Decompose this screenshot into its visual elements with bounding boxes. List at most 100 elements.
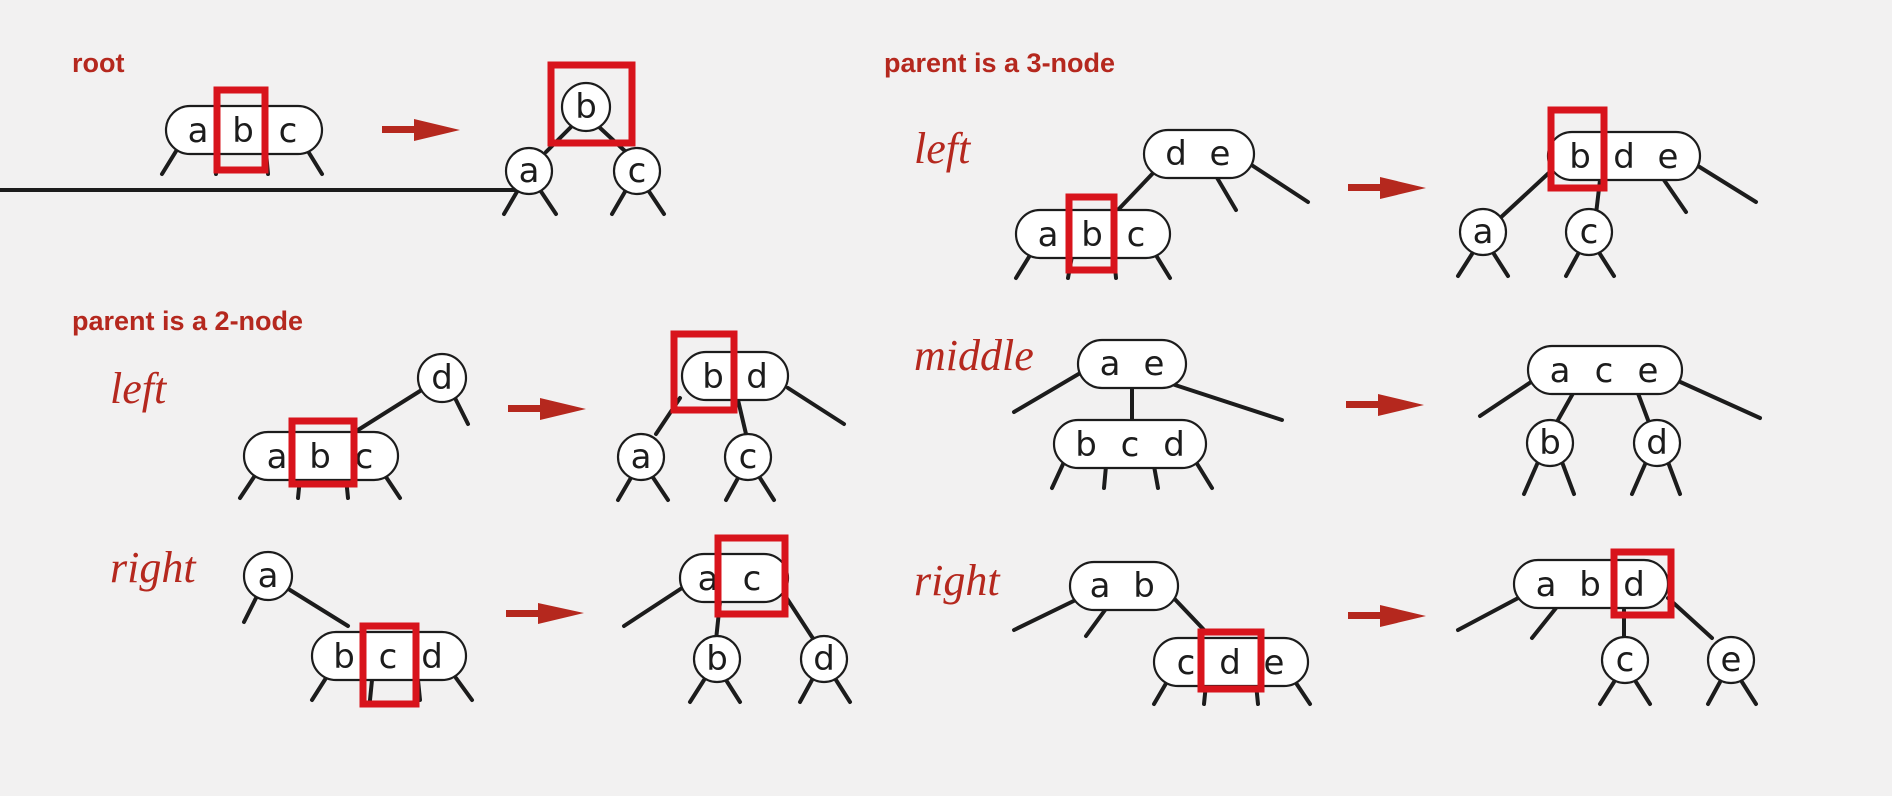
root-after-tree: b a c: [0, 61, 666, 216]
p3-left-after-tree: b d e a c: [1456, 106, 1758, 278]
p3-middle-label: middle: [914, 331, 1034, 380]
p2-left-4node: [242, 430, 400, 482]
p3-left-key-a: a: [1038, 215, 1059, 255]
p2-right-key-d: d: [421, 637, 443, 677]
p2-right-after-tree: a c b d: [622, 534, 852, 704]
middle-key-highlight: [213, 86, 269, 174]
root-before-tree: a b c: [160, 86, 324, 176]
root-after-key-a: a: [519, 151, 540, 191]
p2-right-key-a: a: [258, 556, 279, 596]
root-header: root: [72, 48, 124, 78]
arrow-p3-right: [1348, 605, 1426, 627]
middle-key-highlight: [1065, 193, 1118, 274]
p3-left-key-e: e: [1210, 134, 1231, 174]
p3-left-key-c: c: [1127, 215, 1146, 255]
p3-middle-key-e: e: [1144, 344, 1165, 384]
middle-key-highlight: [1197, 628, 1265, 693]
p2-right-label: right: [110, 543, 197, 592]
p2-right-after-key-b: b: [706, 639, 728, 679]
p3-left-after-key-b: b: [1569, 137, 1591, 177]
root-after-b-node: [560, 81, 612, 133]
p2-right-after-key-c: c: [743, 559, 762, 599]
p3-left-after-a-node: [1458, 207, 1508, 257]
p2-right-4node: [310, 630, 468, 682]
root-4node: [164, 104, 324, 156]
middle-key-highlight: [359, 622, 420, 708]
p3-middle-key-c: c: [1121, 425, 1140, 465]
p3-middle-after-key-d: d: [1646, 423, 1668, 463]
p3-right-after-key-a: a: [1536, 565, 1557, 605]
p2-right-after-key-d: d: [813, 639, 835, 679]
p3-middle-after-key-a: a: [1550, 351, 1571, 391]
p2-left-after-tree: b d a c: [616, 330, 846, 502]
arrow-root: [382, 119, 460, 141]
promoted-key-highlight: [1610, 548, 1675, 619]
middle-key-highlight: [288, 417, 358, 488]
p3-left-after-key-e: e: [1658, 137, 1679, 177]
p3-middle-4node: [1052, 418, 1208, 470]
p3-left-after-key-a: a: [1473, 212, 1494, 252]
root-after-a-node: [504, 146, 554, 196]
p3-left-4node: [1014, 208, 1172, 260]
promoted-key-highlight: [547, 61, 636, 147]
arrow-p2-right: [506, 603, 584, 624]
p3-left-label: left: [914, 124, 972, 173]
p3-middle-after-d-node: [1632, 418, 1682, 468]
p2-right-after-b-node: [692, 634, 742, 684]
arrow-p2-left: [508, 398, 586, 420]
promoted-key-highlight: [670, 330, 738, 414]
p2-left-key-b: b: [309, 437, 331, 477]
p3-middle-after-key-c: c: [1595, 351, 1614, 391]
p2-left-after-key-b: b: [702, 357, 724, 397]
p3-right-key-b: b: [1133, 566, 1155, 606]
p3-left-before-tree: d e a b c: [1014, 128, 1310, 280]
p2-left-label: left: [110, 364, 168, 413]
p3-middle-after-b-node: [1525, 418, 1575, 468]
p3-middle-after-4node: [1526, 344, 1684, 396]
p2-right-after-3node: [678, 552, 790, 604]
promoted-key-highlight: [1547, 106, 1608, 192]
p2-right-after-d-node: [799, 634, 849, 684]
p3-right-after-tree: a b d c e: [1456, 548, 1758, 706]
p3-right-key-d: d: [1219, 643, 1241, 683]
root-key-a: a: [188, 111, 209, 151]
p3-right-label: right: [914, 556, 1001, 605]
p2-right-key-c: c: [379, 637, 398, 677]
p3-left-after-c-node: [1564, 207, 1614, 257]
parent-2node-header: parent is a 2-node: [72, 306, 303, 336]
p3-right-after-key-d: d: [1623, 565, 1645, 605]
arrow-p3-middle: [1346, 394, 1424, 416]
p2-left-key-a: a: [267, 437, 288, 477]
p3-right-key-a: a: [1090, 566, 1111, 606]
p2-right-after-key-a: a: [698, 559, 719, 599]
p3-right-key-e: e: [1264, 643, 1285, 683]
p2-right-key-b: b: [333, 637, 355, 677]
root-key-c: c: [279, 111, 298, 151]
p2-left-before-tree: d a b c: [238, 352, 470, 500]
p3-middle-key-a: a: [1100, 344, 1121, 384]
root-key-b: b: [232, 111, 254, 151]
p2-left-parent-node: [416, 352, 468, 404]
promoted-key-highlight: [714, 534, 789, 618]
root-after-key-b: b: [575, 87, 597, 127]
p3-right-before-tree: a b c d e: [1012, 560, 1312, 706]
p2-left-after-c-node: [723, 432, 773, 482]
p2-right-parent-node: [242, 550, 294, 602]
p3-middle-key-b: b: [1075, 425, 1097, 465]
p2-left-after-key-c: c: [739, 437, 758, 477]
p2-left-key-d: d: [431, 358, 453, 398]
p2-left-key-c: c: [355, 437, 374, 477]
p3-left-after-key-c: c: [1580, 212, 1599, 252]
p3-left-key-d: d: [1165, 134, 1187, 174]
p2-right-before-tree: a b c d: [242, 550, 474, 708]
p3-middle-after-key-e: e: [1638, 351, 1659, 391]
p3-right-parent-3node: [1068, 560, 1180, 612]
root-after-c-node: [612, 146, 662, 196]
p2-left-after-key-a: a: [631, 437, 652, 477]
p3-right-after-e-node: [1706, 635, 1756, 685]
p2-left-after-key-d: d: [746, 357, 768, 397]
p3-right-after-key-b: b: [1579, 565, 1601, 605]
p3-middle-key-d: d: [1163, 425, 1185, 465]
p3-right-after-key-c: c: [1616, 640, 1635, 680]
